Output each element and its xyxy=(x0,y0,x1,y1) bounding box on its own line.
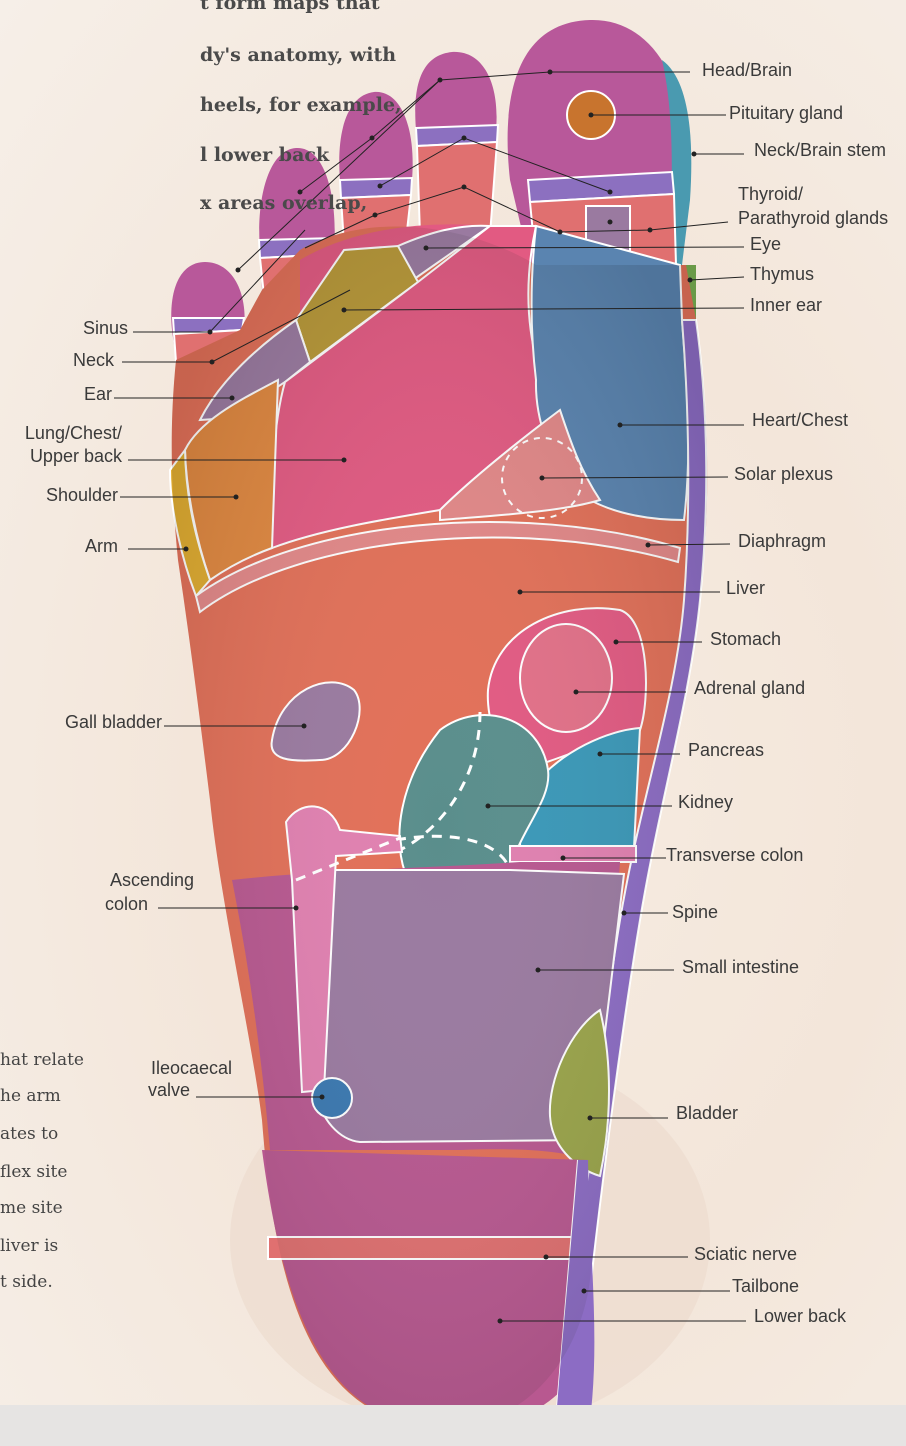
label-lower-back: Lower back xyxy=(754,1306,846,1326)
bottom-text-line-1: hat relate xyxy=(0,1050,84,1070)
label-inner-ear: Inner ear xyxy=(750,295,822,315)
bottom-text-line-5: me site xyxy=(0,1198,63,1218)
label-head-brain: Head/Brain xyxy=(702,60,792,80)
dot xyxy=(608,190,613,195)
dot xyxy=(438,78,443,83)
top-text-line-3: heels, for example, xyxy=(200,94,402,116)
dot xyxy=(342,458,347,463)
label-bladder: Bladder xyxy=(676,1103,738,1123)
dot xyxy=(646,543,651,548)
dot xyxy=(342,308,347,313)
dot xyxy=(692,152,697,157)
dot xyxy=(378,184,383,189)
top-text-line-5: x areas overlap, xyxy=(200,192,367,214)
dot xyxy=(558,230,563,235)
dot xyxy=(548,70,553,75)
bottom-bar xyxy=(0,1405,906,1446)
bottom-text-line-4: flex site xyxy=(0,1162,67,1182)
dot xyxy=(608,220,613,225)
dot xyxy=(210,360,215,365)
label-thymus: Thymus xyxy=(750,264,814,284)
label-neck: Neck xyxy=(60,350,114,370)
dot xyxy=(544,1255,549,1260)
dot xyxy=(320,1095,325,1100)
dot xyxy=(184,547,189,552)
label-sinus: Sinus xyxy=(70,318,128,338)
label-arm: Arm xyxy=(60,536,118,556)
toe-2-neck xyxy=(417,142,497,235)
label-liver: Liver xyxy=(726,578,765,598)
label-stomach: Stomach xyxy=(710,629,781,649)
dot xyxy=(622,911,627,916)
label-kidney: Kidney xyxy=(678,792,733,812)
dot xyxy=(498,1319,503,1324)
leader-thymus xyxy=(690,277,744,280)
dot xyxy=(536,968,541,973)
dot xyxy=(561,856,566,861)
dot xyxy=(486,804,491,809)
bottom-text-line-3: ates to xyxy=(0,1124,58,1144)
dot xyxy=(294,906,299,911)
dot xyxy=(589,113,594,118)
label-lung-1: Lung/Chest/ xyxy=(10,423,122,443)
label-eye: Eye xyxy=(750,234,781,254)
bottom-text-line-7: t side. xyxy=(0,1272,53,1292)
dot xyxy=(373,213,378,218)
label-spine: Spine xyxy=(672,902,718,922)
label-adrenal-gland: Adrenal gland xyxy=(694,678,805,698)
dot xyxy=(208,330,213,335)
dot xyxy=(302,724,307,729)
dot xyxy=(236,268,241,273)
dot xyxy=(582,1289,587,1294)
label-small-intestine: Small intestine xyxy=(682,957,799,977)
dot xyxy=(370,136,375,141)
dot xyxy=(648,228,653,233)
top-text-line-4: l lower back xyxy=(200,144,329,166)
label-thyroid: Thyroid/ xyxy=(738,184,803,204)
top-text-line-2: dy's anatomy, with xyxy=(200,44,396,66)
dot xyxy=(234,495,239,500)
label-ascending-1: Ascending xyxy=(86,870,194,890)
label-pituitary-gland: Pituitary gland xyxy=(729,103,843,123)
dot xyxy=(518,590,523,595)
dot xyxy=(424,246,429,251)
dot xyxy=(462,185,467,190)
label-sciatic-nerve: Sciatic nerve xyxy=(694,1244,797,1264)
top-text-line-1: t form maps that xyxy=(200,0,380,14)
label-ascending-2: colon xyxy=(86,894,148,914)
dot xyxy=(688,278,693,283)
label-ear: Ear xyxy=(60,384,112,404)
label-shoulder: Shoulder xyxy=(20,485,118,505)
bottom-text-line-2: he arm xyxy=(0,1086,61,1106)
label-diaphragm: Diaphragm xyxy=(738,531,826,551)
label-transverse-colon: Transverse colon xyxy=(666,845,803,865)
dot xyxy=(588,1116,593,1121)
label-lung-2: Upper back xyxy=(10,446,122,466)
label-pancreas: Pancreas xyxy=(688,740,764,760)
dot xyxy=(618,423,623,428)
bottom-text-line-6: liver is xyxy=(0,1236,58,1256)
label-parathyroid: Parathyroid glands xyxy=(738,208,888,228)
dot xyxy=(574,690,579,695)
label-heart-chest: Heart/Chest xyxy=(752,410,848,430)
dot xyxy=(540,476,545,481)
label-tailbone: Tailbone xyxy=(732,1276,799,1296)
dot xyxy=(230,396,235,401)
label-neck-brain-stem: Neck/Brain stem xyxy=(754,140,886,160)
label-ileocaecal-1: Ileocaecal xyxy=(124,1058,232,1078)
label-gall-bladder: Gall bladder xyxy=(40,712,162,732)
dot xyxy=(598,752,603,757)
dot xyxy=(614,640,619,645)
label-solar-plexus: Solar plexus xyxy=(734,464,833,484)
label-ileocaecal-2: valve xyxy=(124,1080,190,1100)
dot xyxy=(462,136,467,141)
